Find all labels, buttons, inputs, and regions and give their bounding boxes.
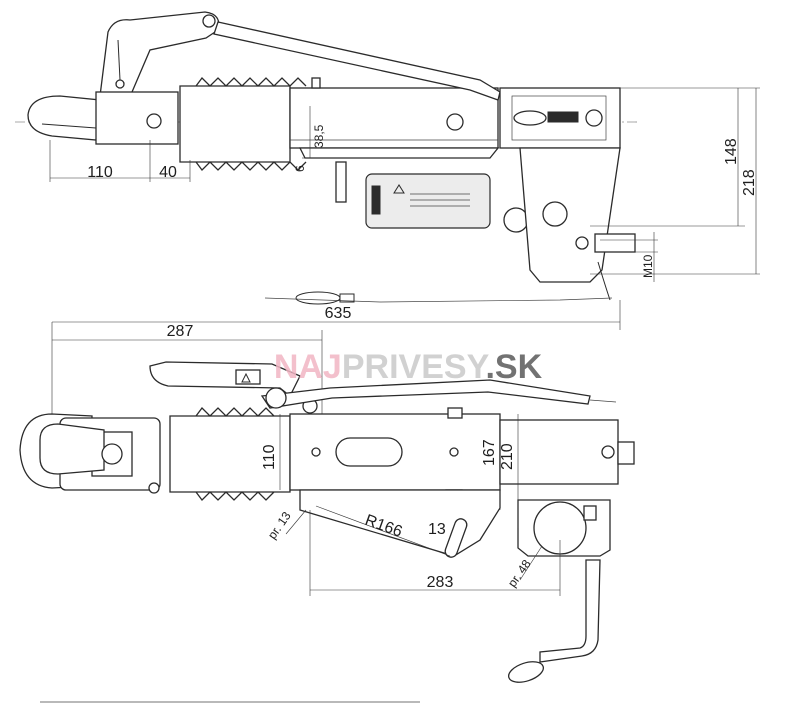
jockey-crank xyxy=(539,559,601,663)
lever-warning-icon xyxy=(241,372,251,383)
handle-slot xyxy=(117,39,121,81)
upper-strut xyxy=(213,21,501,101)
lower-body-bolt xyxy=(575,236,589,250)
top-view: 287 xyxy=(19,322,635,683)
top-plate-slot xyxy=(444,518,468,558)
top-bellows xyxy=(169,407,291,501)
top-lever xyxy=(149,361,301,398)
dim-top-pr48: pr. 48 xyxy=(505,557,534,590)
lower-bracket xyxy=(298,147,500,159)
top-tube-hole-left xyxy=(311,447,321,457)
watermark-part-3: .SK xyxy=(485,348,542,386)
front-housing xyxy=(95,91,179,145)
lower-body xyxy=(519,147,621,283)
warning-triangle-icon xyxy=(393,184,405,194)
dim-side-m10: M10 xyxy=(641,254,655,278)
handle-pin xyxy=(115,79,125,89)
watermark-part-2: PRIVESY xyxy=(342,348,490,386)
dim-635: 635 xyxy=(325,305,352,322)
dim-top-pr13: pr. 13 xyxy=(265,509,294,542)
watermark-part-1: NAJ xyxy=(274,348,342,386)
top-front-nut xyxy=(148,482,160,494)
crank-knob xyxy=(508,661,544,683)
dim-side-38-5: 38,5 xyxy=(312,124,326,148)
flange-bolt xyxy=(585,109,603,127)
dim-side-218: 218 xyxy=(741,169,758,196)
cable-clip xyxy=(339,293,355,303)
coupling-head xyxy=(27,95,101,141)
drawbar-tube xyxy=(289,87,499,149)
top-tube-slot xyxy=(335,437,403,467)
side-view: 110 40 38,5 6 148 218 M10 xyxy=(15,11,760,305)
top-rear-housing xyxy=(499,419,619,485)
top-tube-hole-right xyxy=(449,447,459,457)
top-strut-eye xyxy=(265,387,287,409)
shock-end-cap xyxy=(371,185,381,215)
dim-top-210: 210 xyxy=(499,443,516,470)
tube-bolt xyxy=(446,113,464,131)
lower-body-hole xyxy=(542,201,568,227)
shock-bracket xyxy=(335,161,347,203)
cable-loop xyxy=(295,291,341,305)
top-cable-end xyxy=(589,399,617,403)
top-tube-nut-top xyxy=(447,407,463,419)
dim-side-148: 148 xyxy=(723,138,740,165)
brake-cable-fitting xyxy=(594,233,636,253)
dim-287: 287 xyxy=(167,323,194,340)
top-side-strut xyxy=(260,379,591,409)
flange-eye xyxy=(513,110,547,126)
dim-side-6: 6 xyxy=(293,165,307,172)
handle-pivot xyxy=(202,14,216,28)
dim-side-40: 40 xyxy=(159,164,177,181)
flange-label xyxy=(547,111,579,123)
dim-side-110: 110 xyxy=(87,164,113,181)
coupling-lip xyxy=(41,123,97,129)
front-bolt xyxy=(146,113,162,129)
bellows xyxy=(179,77,307,171)
top-rear-stub xyxy=(617,441,635,465)
watermark: NAJPRIVESY.SK xyxy=(274,348,543,386)
top-center-bolt xyxy=(101,443,123,465)
tube-pin xyxy=(311,77,321,89)
shock-absorber xyxy=(365,173,491,229)
overall-length-dim: 635 xyxy=(52,300,621,330)
dim-top-283: 283 xyxy=(427,574,454,591)
top-rear-pin xyxy=(601,445,615,459)
dim-top-13: 13 xyxy=(428,521,446,538)
dim-top-110: 110 xyxy=(261,444,278,470)
breakaway-cable xyxy=(264,297,613,303)
top-ball-cup xyxy=(39,423,105,475)
shock-eye xyxy=(503,207,529,233)
jockey-clamp-bolt xyxy=(583,505,597,521)
dim-top-167: 167 xyxy=(481,439,498,466)
break-cable xyxy=(597,261,611,301)
